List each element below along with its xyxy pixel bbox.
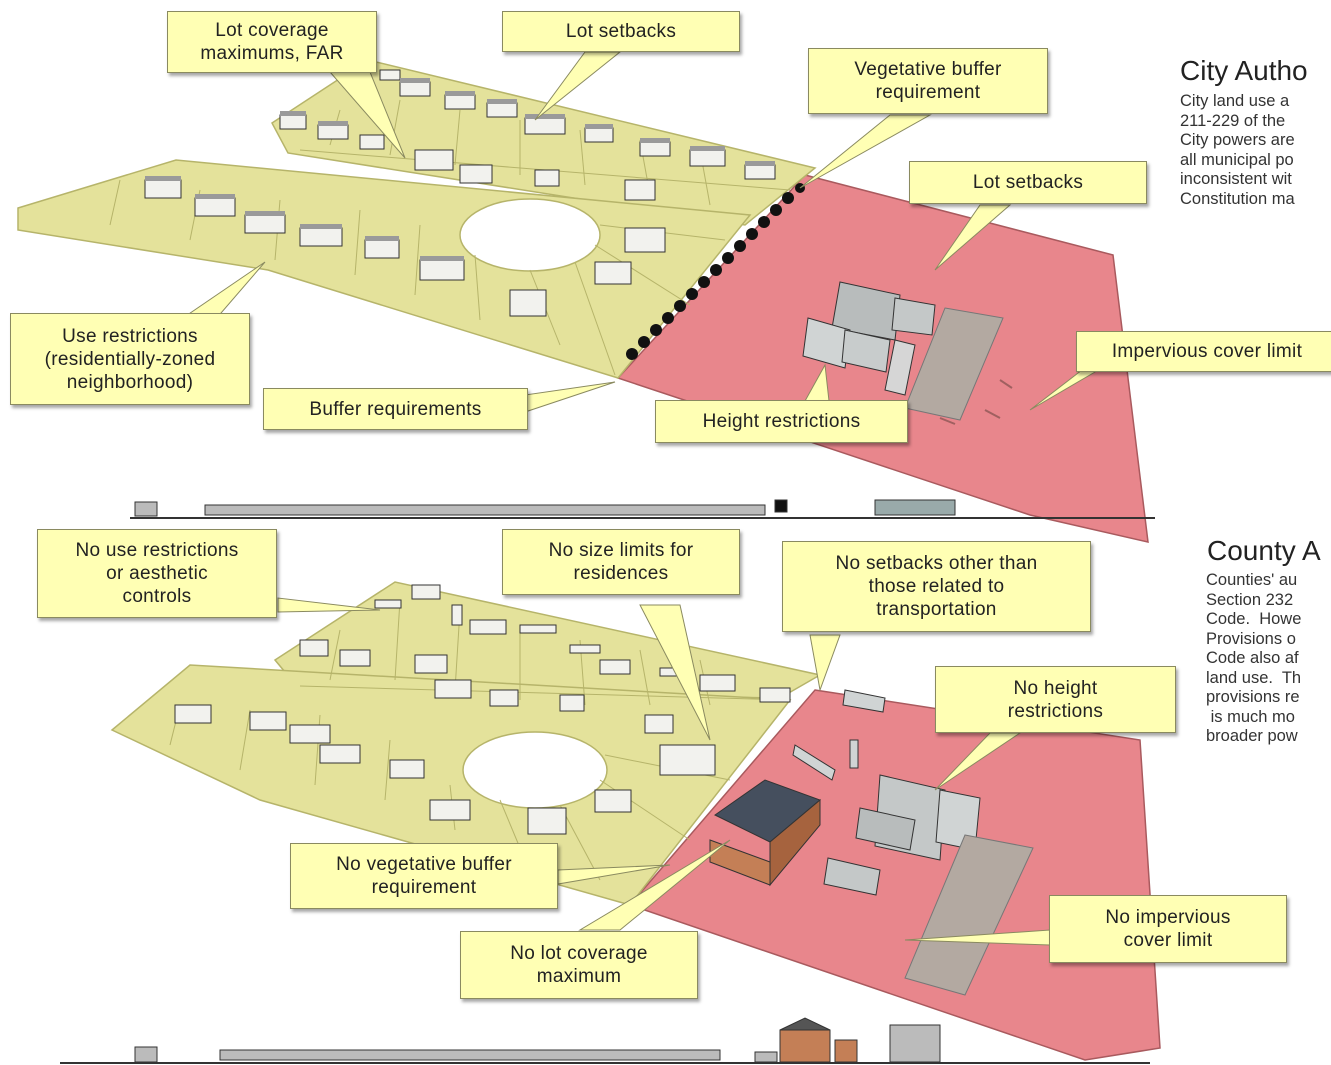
city-commercial-buildings <box>802 281 1004 421</box>
callout-no-size-limits: No size limits for residences <box>502 529 740 595</box>
city-scene <box>17 51 1155 543</box>
callout-height-restrictions: Height restrictions <box>655 400 908 443</box>
county-callout-pointers <box>277 597 1051 946</box>
callout-vegetative-buffer: Vegetative buffer requirement <box>808 48 1048 114</box>
callout-lot-coverage: Lot coverage maximums, FAR <box>167 11 377 73</box>
callout-impervious-cover: Impervious cover limit <box>1076 331 1331 372</box>
city-authority-text: City land use a 211-229 of the City powe… <box>1180 92 1295 208</box>
county-houses <box>174 584 791 835</box>
county-authority-title: County A <box>1207 535 1321 566</box>
callout-no-lot-coverage: No lot coverage maximum <box>460 931 698 999</box>
city-lot-lines <box>109 99 791 376</box>
city-cul-de-sac <box>459 198 601 272</box>
county-skyline <box>134 1017 941 1063</box>
city-skyline <box>134 499 956 517</box>
city-houses <box>144 69 776 317</box>
callout-no-use-restrictions: No use restrictions or aesthetic control… <box>37 529 277 618</box>
callout-buffer-requirements: Buffer requirements <box>263 388 528 430</box>
callout-no-setbacks: No setbacks other than those related to … <box>782 541 1091 632</box>
county-scene <box>60 581 1161 1064</box>
city-house-roofs <box>145 78 775 261</box>
callout-no-impervious-cover: No impervious cover limit <box>1049 895 1287 963</box>
county-authority-text: Counties' au Section 232 Code. Howe Prov… <box>1206 571 1302 745</box>
callout-no-height-restrictions: No height restrictions <box>935 666 1176 733</box>
city-tree-buffer <box>626 183 805 360</box>
callout-no-vegetative-buffer: No vegetative buffer requirement <box>290 843 558 909</box>
city-parking-stripes <box>939 379 1013 425</box>
county-cul-de-sac <box>462 731 608 809</box>
callout-lot-setbacks-top: Lot setbacks <box>502 11 740 52</box>
callout-lot-setbacks-right: Lot setbacks <box>909 161 1147 204</box>
callout-use-restrictions: Use restrictions (residentially-zoned ne… <box>10 313 250 405</box>
county-commercial-buildings <box>709 689 1034 996</box>
city-authority-title: City Autho <box>1180 55 1308 86</box>
